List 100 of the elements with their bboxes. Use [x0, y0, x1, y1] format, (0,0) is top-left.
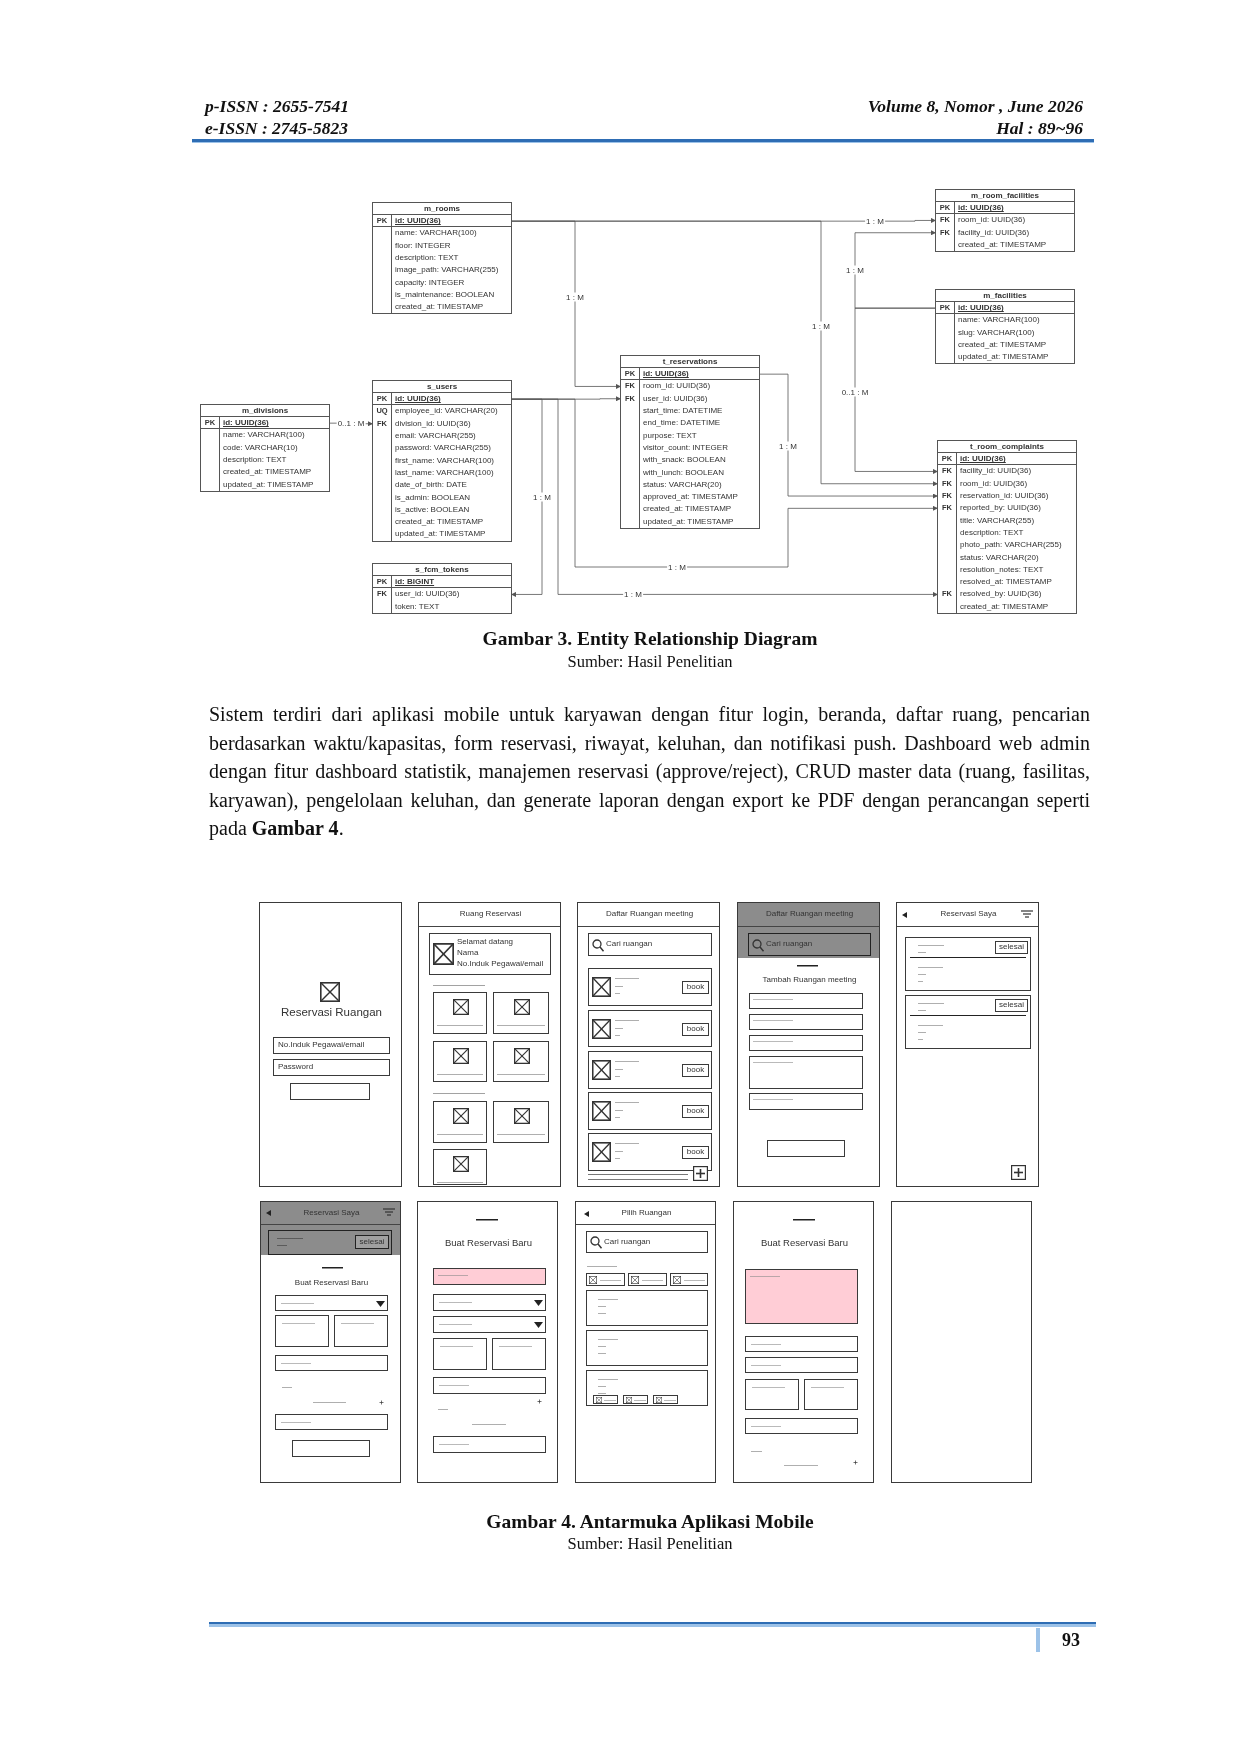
image-chip [593, 1395, 618, 1404]
phone-screen [417, 1201, 558, 1483]
screen-title: Pilih Ruangan [621, 1208, 672, 1218]
table-row [936, 202, 1074, 215]
screen-title: Ruang Reservasi [459, 909, 522, 919]
field-text: id: UUID(36) [395, 216, 441, 226]
list-card [588, 1092, 712, 1130]
search-field: Cari ruangan [586, 1231, 708, 1253]
room-card [493, 1041, 549, 1082]
field-text: capacity: INTEGER [395, 277, 465, 288]
field-text: name: VARCHAR(100) [958, 315, 1040, 325]
input-field [749, 1093, 863, 1110]
field-text: created_at: TIMESTAMP [958, 340, 1047, 350]
table-row [621, 368, 759, 381]
field-text: created_at: TIMESTAMP [395, 302, 484, 312]
figure-caption: Gambar 4. Antarmuka Aplikasi Mobile [486, 1510, 814, 1534]
figure-caption: Gambar 3. Entity Relationship Diagram [482, 627, 818, 651]
action-button: book [682, 981, 709, 994]
input-field [804, 1379, 858, 1410]
field-text: is_active: BOOLEAN [395, 504, 470, 515]
screen-title: Reservasi Saya [303, 1208, 360, 1218]
form-title: Buat Reservasi Baru [760, 1237, 849, 1249]
field-text: updated_at: TIMESTAMP [223, 479, 314, 490]
field-text: approved_at: TIMESTAMP [643, 492, 738, 502]
field-text: name: VARCHAR(100) [395, 228, 477, 238]
action-button: selesai [995, 941, 1028, 954]
input-field [745, 1418, 858, 1434]
field-text: description: TEXT [223, 455, 287, 465]
room-card [433, 992, 487, 1034]
profile-card [429, 933, 551, 975]
field-text: description: TEXT [960, 527, 1024, 538]
field-text: created_at: TIMESTAMP [223, 467, 312, 477]
issn-text: p-ISSN : 2655-7541 [205, 96, 349, 117]
field-text: id: BIGINT [395, 577, 435, 587]
input-field [745, 1379, 799, 1410]
field-text: facility_id: UUID(36) [960, 466, 1032, 476]
body-paragraph: Sistem terdiri dari aplikasi mobile untuk karyawan dengan fitur login, beranda, daftar ruang, pencarian berdasarkan waktu/kapasitas, form reservasi, riwayat, keluhan, dan notifikasi push. Dashboard web admin dengan fitur dashboard statistik, manajemen reservasi (approve/reject), CRUD master data (ruang, fasilitas, karyawan), pengelolaan keluhan, dan generate laporan dengan export ke PDF dengan perancangan seperti pada Gambar 4. [209, 702, 1090, 842]
highlighted-field [745, 1269, 858, 1324]
list-card [588, 1051, 712, 1089]
edge-label: 1 : M [845, 265, 865, 275]
list-card [905, 995, 1031, 1049]
field-text: created_at: TIMESTAMP [958, 240, 1047, 250]
list-card [905, 937, 1031, 991]
field-text: token: TEXT [395, 601, 440, 612]
field-text: status: VARCHAR(20) [643, 479, 722, 490]
field-text: password: VARCHAR(255) [395, 443, 491, 453]
room-card [433, 1101, 487, 1143]
action-button: book [682, 1146, 709, 1159]
blank-button [292, 1440, 370, 1457]
phone-screen [891, 1201, 1032, 1483]
field-text: email: VARCHAR(255) [395, 431, 476, 441]
form-title: Buat Reservasi Baru [444, 1237, 533, 1249]
table-row [373, 393, 511, 406]
field-text: id: UUID(36) [223, 418, 269, 428]
blank-button [767, 1140, 845, 1157]
list-card [586, 1330, 708, 1366]
dropdown-field [433, 1316, 546, 1333]
input-field [275, 1414, 388, 1430]
field-text: created_at: TIMESTAMP [960, 601, 1049, 612]
action-button: book [682, 1064, 709, 1077]
field-text: is_maintenance: BOOLEAN [395, 289, 495, 300]
form-title: Tambah Ruangan meeting [762, 975, 857, 985]
input-field [275, 1315, 329, 1347]
input-field [433, 1377, 546, 1394]
dropdown-field [275, 1295, 388, 1311]
room-card [433, 1149, 487, 1185]
field-text: reservation_id: UUID(36) [960, 491, 1049, 501]
image-chip [653, 1395, 678, 1404]
field-text: first_name: VARCHAR(100) [395, 455, 494, 466]
field-text: id: UUID(36) [643, 369, 689, 379]
field-text: id: UUID(36) [395, 394, 441, 404]
field-text: updated_at: TIMESTAMP [643, 516, 734, 527]
table-row [938, 453, 1076, 466]
field-text: start_time: DATETIME [643, 406, 723, 416]
field-text: visitor_count: INTEGER [643, 442, 728, 453]
field-text: is_admin: BOOLEAN [395, 492, 471, 503]
field-text: name: VARCHAR(100) [223, 430, 305, 440]
edge-label: 0..1 : M [840, 387, 870, 397]
screen-title: Reservasi Saya [940, 909, 997, 919]
field-text: id: UUID(36) [958, 203, 1004, 213]
image-chip [586, 1273, 625, 1286]
list-card [586, 1290, 708, 1326]
entity-table [372, 380, 512, 542]
list-card [586, 1370, 708, 1406]
field-text: division_id: UUID(36) [395, 418, 471, 429]
field-text: resolution_notes: TEXT [960, 564, 1044, 575]
input-field [275, 1355, 388, 1371]
field-text: end_time: DATETIME [643, 418, 721, 428]
edge-label: 0..1 : M [336, 418, 366, 428]
entity-table [935, 189, 1075, 253]
input-field [749, 1056, 863, 1089]
search-field: Cari ruangan [748, 933, 871, 956]
entity-table [620, 355, 760, 529]
input-field [749, 993, 863, 1009]
entity-table [372, 202, 512, 315]
edge-label: 1 : M [623, 589, 643, 599]
field-text: updated_at: TIMESTAMP [958, 352, 1049, 362]
room-card [493, 1101, 549, 1143]
input-field: Password [273, 1059, 390, 1076]
field-text: date_of_birth: DATE [395, 480, 467, 490]
